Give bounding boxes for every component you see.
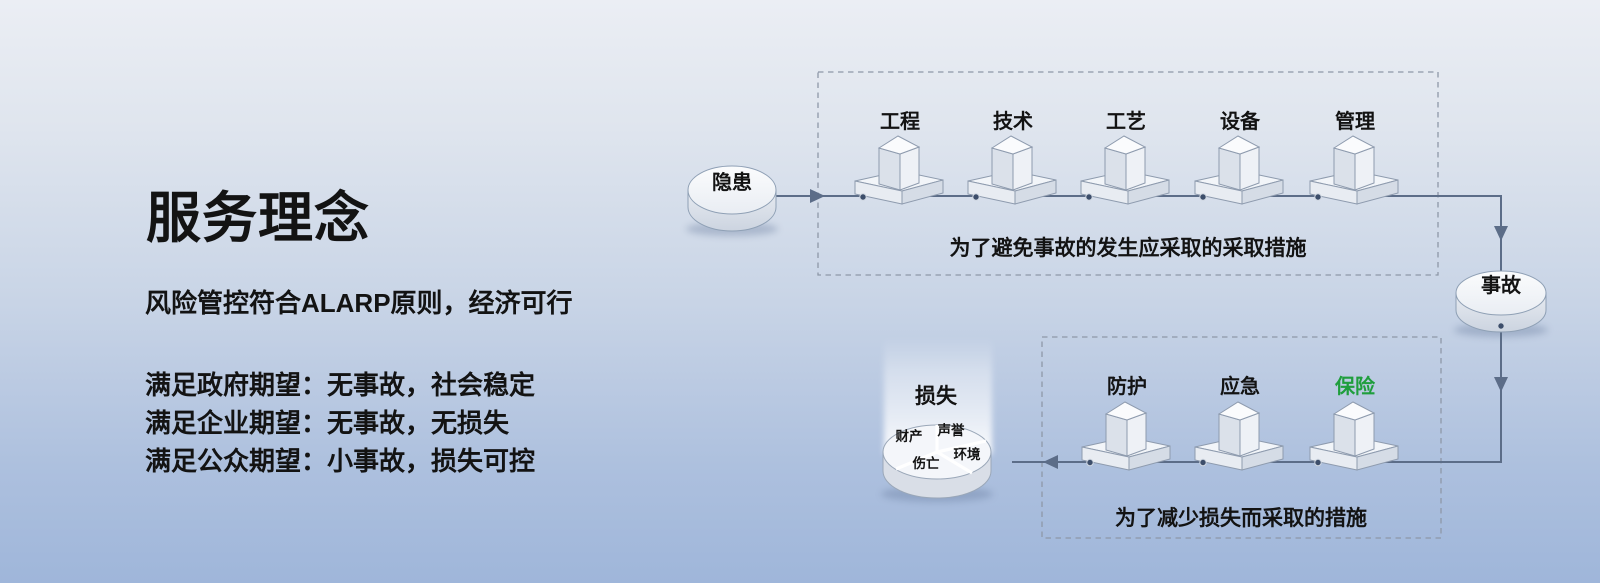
loss-segment-casualty: 伤亡 [912,455,941,471]
measure-label-protection: 防护 [1107,374,1147,398]
loss-label: 损失 [915,385,958,408]
hazard-label: 隐患 [712,171,752,194]
page-title: 服务理念 [146,187,371,249]
loss-pie: 财产 声誉 环境 伤亡 [882,422,992,499]
flow-line-bottom [1012,325,1502,463]
expectation-enterprise: 满足企业期望：无事故，无损失 [145,408,510,438]
block-engineering [854,135,944,205]
arrow-down-to-accident [1494,226,1508,241]
measure-label-engineering: 工程 [880,110,920,133]
expectation-government: 满足政府期望：无事故，社会稳定 [145,370,536,400]
loss-segment-reputation: 声誉 [937,422,966,438]
measure-label-technology: 技术 [993,109,1033,133]
block-protection [1081,401,1171,471]
prevention-caption: 为了避免事故的发生应采取的采取措施 [950,236,1307,260]
block-insurance [1309,401,1399,471]
loss-segment-environment: 环境 [954,446,982,462]
hazard-cylinder: 隐患 [687,165,777,232]
block-management [1309,135,1399,205]
expectation-public: 满足公众期望：小事故，损失可控 [145,446,536,476]
prevention-dashed-box [817,71,1439,276]
measure-label-management: 管理 [1335,109,1375,133]
measure-label-emergency: 应急 [1220,374,1260,398]
arrow-to-loss [1043,455,1058,469]
block-process [1080,135,1170,205]
connector-dots [859,193,1505,467]
arrow-down-from-accident [1494,377,1508,392]
block-emergency [1194,401,1284,471]
measure-label-insurance: 保险 [1334,374,1376,398]
block-technology [967,135,1057,205]
subtitle: 风险管控符合ALARP原则，经济可行 [145,288,573,318]
loss-segment-property: 财产 [895,428,923,444]
measure-label-process: 工艺 [1106,110,1146,133]
block-equipment [1194,135,1284,205]
accident-label: 事故 [1481,273,1522,297]
arrow-into-prevention [810,189,825,203]
accident-cylinder: 事故 [1455,270,1547,333]
expectations-list: 满足政府期望：无事故，社会稳定 满足企业期望：无事故，无损失 满足公众期望：小事… [145,366,535,480]
flow-line-top [770,195,1502,272]
measure-label-equipment: 设备 [1220,109,1261,133]
mitigation-caption: 为了减少损失而采取的措施 [1115,506,1367,530]
